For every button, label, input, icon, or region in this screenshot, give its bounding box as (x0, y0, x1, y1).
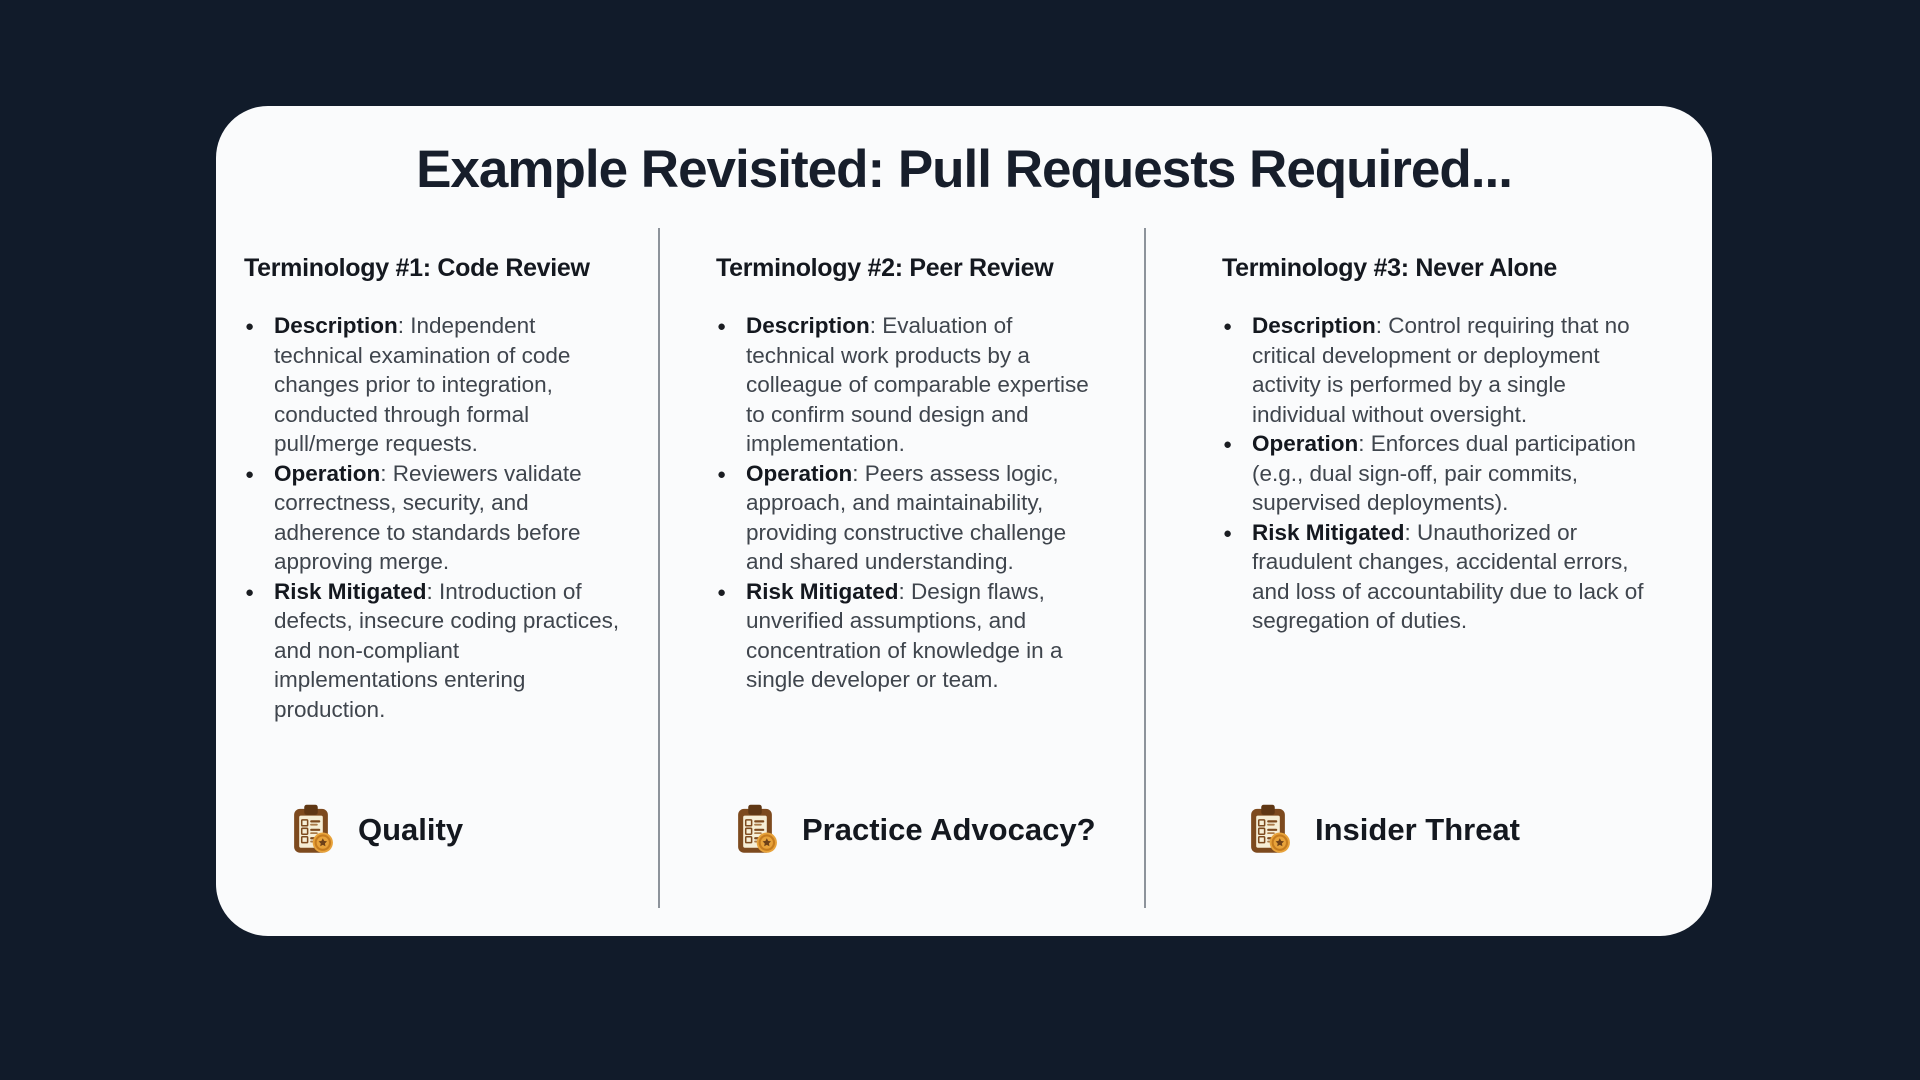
clipboard-checklist-icon (1241, 802, 1295, 858)
terminology-columns: Terminology #1: Code Review Description:… (216, 228, 1712, 908)
bullet-label: Operation (1252, 431, 1359, 456)
bullet-text: : Unauthorized or fraudulent changes, ac… (1252, 519, 1644, 634)
bullet-item: Description: Independent technical exami… (244, 311, 626, 459)
bullet-text: : Introduction of defects, insecure codi… (274, 578, 620, 722)
column-2-bullet-list: Description: Evaluation of technical wor… (716, 311, 1104, 695)
clipboard-checklist-icon (284, 802, 338, 858)
terminology-column-3: Terminology #3: Never Alone Description:… (1144, 228, 1712, 908)
terminology-column-1: Terminology #1: Code Review Description:… (216, 228, 658, 908)
column-2-footer-label: Practice Advocacy? (802, 812, 1096, 847)
column-3-footer-label: Insider Threat (1315, 812, 1520, 847)
terminology-column-2: Terminology #2: Peer Review Description:… (658, 228, 1144, 908)
bullet-text: : Independent technical examination of c… (274, 313, 571, 456)
bullet-item: Description: Evaluation of technical wor… (716, 311, 1104, 459)
bullet-label: Risk Mitigated (1252, 519, 1405, 545)
bullet-item: Risk Mitigated: Design flaws, unverified… (716, 577, 1104, 695)
column-1-bullet-list: Description: Independent technical exami… (244, 311, 626, 724)
bullet-text: : Evaluation of technical work products … (746, 313, 1089, 456)
bullet-label: Risk Mitigated (274, 578, 427, 604)
bullet-label: Description (1252, 313, 1376, 338)
column-3-footer: Insider Threat (1241, 802, 1520, 858)
column-1-footer-label: Quality (358, 812, 464, 847)
bullet-label: Risk Mitigated (746, 578, 899, 604)
bullet-item: Description: Control requiring that no c… (1222, 311, 1654, 429)
bullet-label: Description (274, 313, 398, 338)
bullet-text: : Control requiring that no critical dev… (1252, 313, 1630, 427)
bullet-item: Operation: Peers assess logic, approach,… (716, 459, 1104, 577)
column-1-header: Terminology #1: Code Review (244, 254, 590, 282)
bullet-text: : Reviewers validate correctness, securi… (274, 460, 582, 575)
column-2-footer: Practice Advocacy? (728, 802, 1096, 858)
bullet-item: Operation: Reviewers validate correctnes… (244, 459, 626, 577)
column-3-bullet-list: Description: Control requiring that no c… (1222, 311, 1654, 636)
column-1-footer: Quality (284, 802, 463, 858)
bullet-item: Risk Mitigated: Introduction of defects,… (244, 577, 626, 725)
slide-card: Example Revisited: Pull Requests Require… (216, 106, 1712, 936)
bullet-label: Description (746, 313, 870, 338)
bullet-text: : Peers assess logic, approach, and main… (746, 460, 1067, 575)
bullet-text: : Design flaws, unverified assumptions, … (746, 578, 1063, 693)
slide-title: Example Revisited: Pull Requests Require… (416, 140, 1513, 199)
column-2-header: Terminology #2: Peer Review (716, 254, 1054, 282)
bullet-label: Operation (274, 460, 381, 486)
bullet-label: Operation (746, 460, 853, 486)
clipboard-checklist-icon (728, 802, 782, 858)
bullet-item: Risk Mitigated: Unauthorized or fraudule… (1222, 518, 1654, 636)
bullet-text: : Enforces dual participation (e.g., dua… (1252, 431, 1636, 515)
bullet-item: Operation: Enforces dual participation (… (1222, 429, 1654, 518)
column-3-header: Terminology #3: Never Alone (1222, 254, 1558, 282)
